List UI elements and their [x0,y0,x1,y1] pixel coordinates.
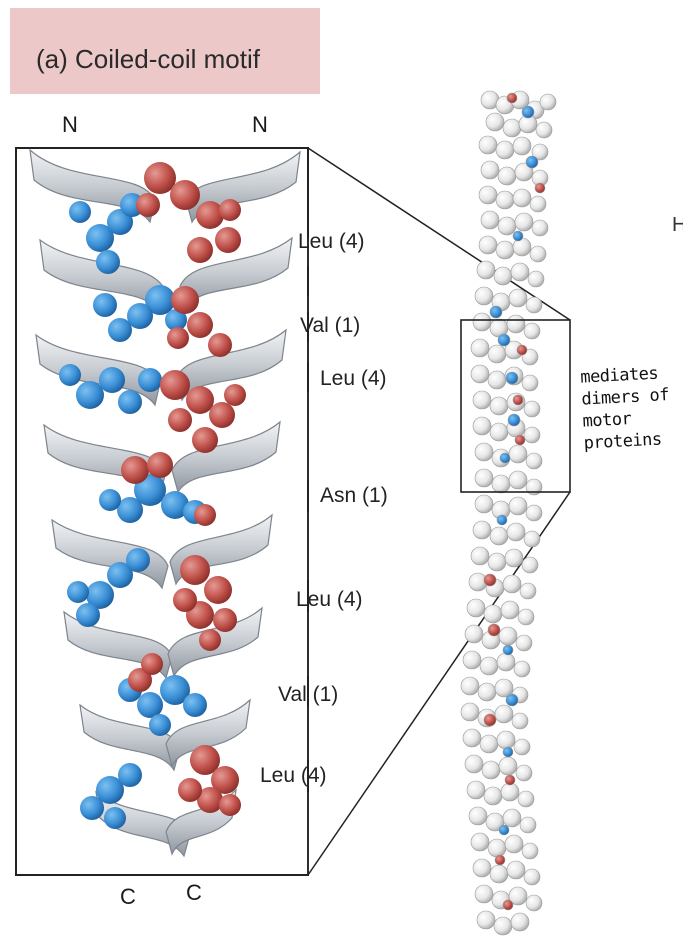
residue-spheres [59,162,246,829]
zoom-line-bottom [307,491,571,876]
residue-label-4: Asn (1) [320,484,388,507]
zoom-line-top [307,147,571,321]
n-terminus-right: N [252,112,268,137]
full-coiled-coil [460,90,557,936]
title-box: (a) Coiled-coil motif [10,8,320,94]
residue-label-1: Leu (4) [298,230,365,253]
residue-label-7: Leu (4) [260,764,327,787]
residue-label-5: Leu (4) [296,588,363,611]
c-terminus-right: C [186,880,202,905]
cropped-edge-letter: H [672,214,683,236]
residue-label-3: Leu (4) [320,367,387,390]
zoom-region-box [460,319,571,493]
c-terminus-left: C [120,884,136,909]
n-terminus-left: N [62,112,78,137]
figure-title: (a) Coiled-coil motif [36,44,260,74]
handwritten-annotation: mediates dimers of motor proteins [580,361,683,454]
residue-label-2: Val (1) [300,314,361,337]
residue-label-6: Val (1) [278,683,339,706]
